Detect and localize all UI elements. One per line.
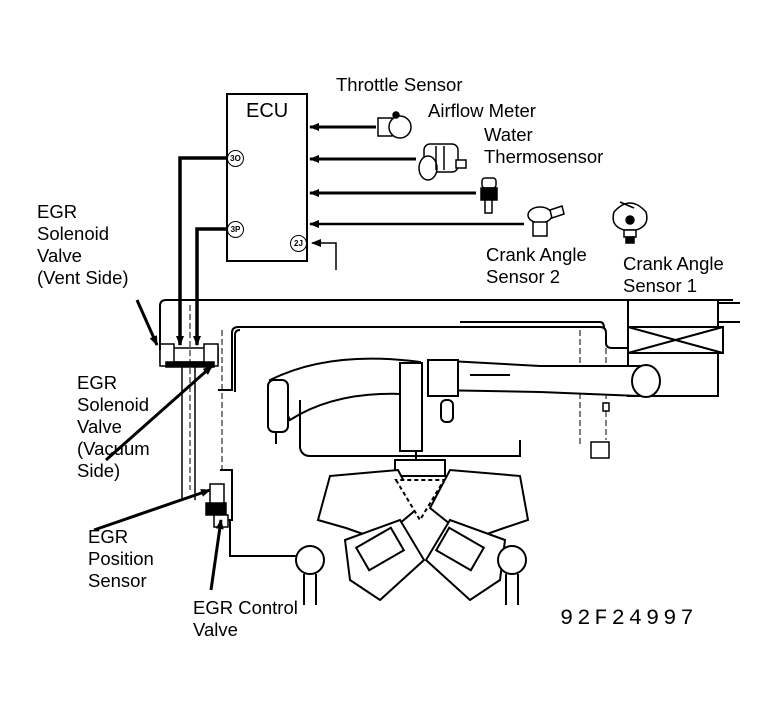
ecu-port-3o: 3O xyxy=(227,150,244,167)
ecu-label: ECU xyxy=(246,100,289,122)
label-egr-solenoid-vacuum-side: EGR Solenoid Valve (Vacuum Side) xyxy=(77,372,150,481)
wire-2j xyxy=(311,239,337,270)
label-egr-control-valve: EGR Control Valve xyxy=(193,597,298,640)
ecu-port-3p: 3P xyxy=(227,221,244,238)
v6-engine xyxy=(295,468,530,605)
label-crank-angle-sensor-2: Crank Angle Sensor 2 xyxy=(486,244,587,287)
throttle-sensor-icon xyxy=(377,111,412,139)
crank-angle-sensor-1-icon xyxy=(612,201,648,244)
wire-3p-to-vacuum-solenoid xyxy=(193,227,227,346)
water-thermosensor-icon xyxy=(480,177,498,214)
label-throttle-sensor: Throttle Sensor xyxy=(336,74,463,95)
wire-3o-to-vent-solenoid xyxy=(176,156,227,346)
label-crank-angle-sensor-1: Crank Angle Sensor 1 xyxy=(623,253,724,296)
intake-manifold xyxy=(267,357,423,470)
egr-control-valve xyxy=(205,483,229,528)
plenum xyxy=(299,400,521,477)
label-egr-position-sensor: EGR Position Sensor xyxy=(88,526,154,591)
ecu-port-2j: 2J xyxy=(290,235,307,252)
vacuum-hoses xyxy=(159,299,733,557)
leader-lines xyxy=(93,299,224,591)
intake-duct xyxy=(427,358,661,423)
label-water-thermosensor: Water Thermosensor xyxy=(484,124,604,167)
label-egr-solenoid-vent-side: EGR Solenoid Valve (Vent Side) xyxy=(37,201,129,288)
figure-number: 92F24997 xyxy=(560,606,698,631)
label-airflow-meter: Airflow Meter xyxy=(428,100,536,121)
airflow-meter-icon xyxy=(418,143,467,181)
vsv-connector xyxy=(590,402,610,459)
crank-angle-sensor-2-icon xyxy=(527,205,565,237)
